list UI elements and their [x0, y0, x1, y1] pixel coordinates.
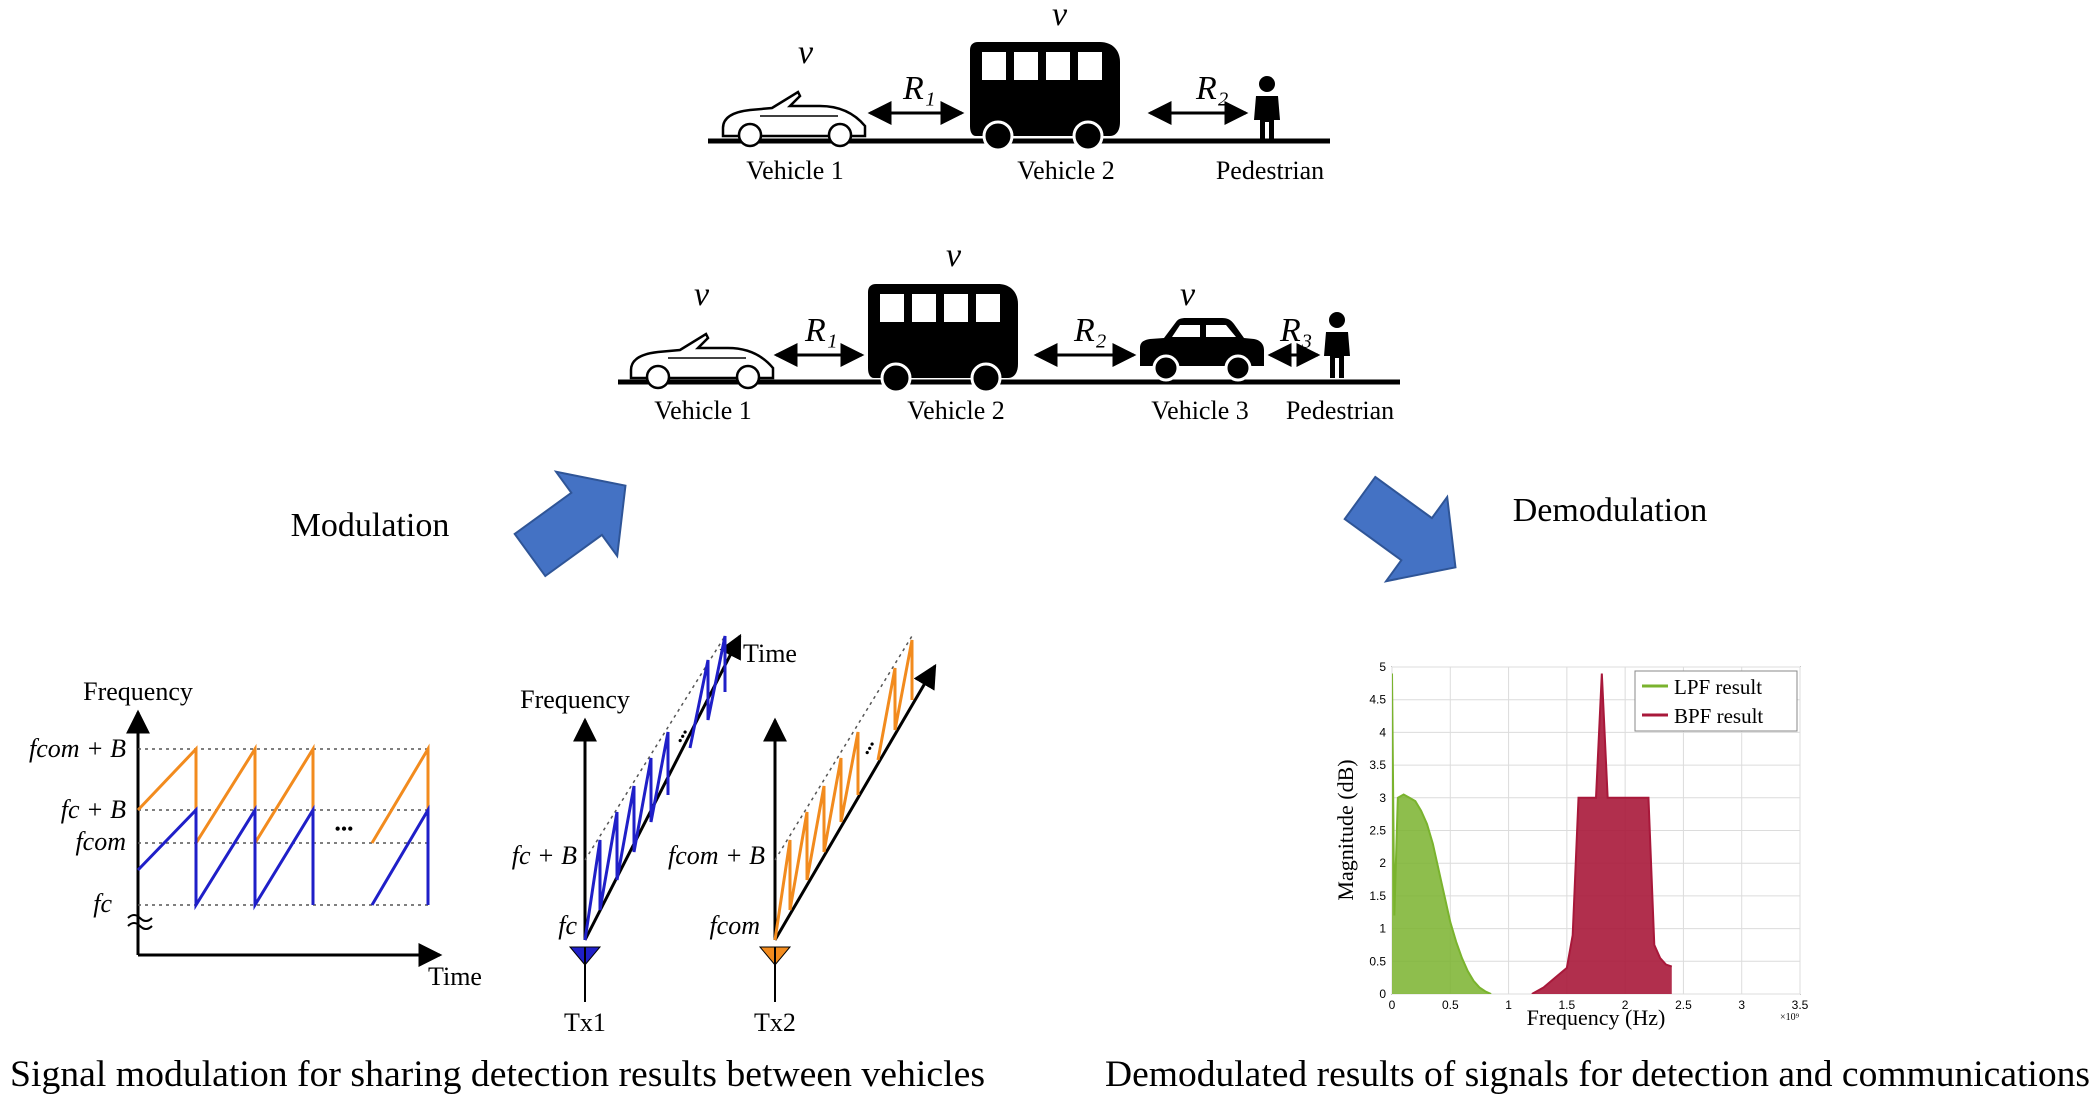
bus-icon	[868, 284, 1018, 394]
demodulation-label: Demodulation	[1513, 492, 1708, 529]
scene1-velocity-label-1: v	[798, 34, 814, 71]
modulation-label: Modulation	[291, 507, 450, 544]
scene2-range-label-1: R₁	[804, 312, 838, 349]
y-tick-label: 3.5	[1369, 758, 1386, 772]
x-tick-label: 0.5	[1442, 998, 1459, 1012]
tx-time-axis-label: Time	[743, 639, 797, 668]
y-tick-label: 5	[1379, 660, 1386, 674]
x-tick-label: 0	[1389, 998, 1396, 1012]
y-tick-label: 0.5	[1369, 954, 1386, 968]
series-area-lpf	[1392, 673, 1492, 994]
modulation-arrow-icon	[513, 470, 627, 578]
series-line-lpf	[1392, 673, 1492, 994]
tx-panel: Frequency ••• fc + B fc Tx1 ••• fcom + B…	[512, 633, 937, 1037]
y-tick-label: 4	[1379, 725, 1386, 739]
caption-right: Demodulated results of signals for detec…	[1105, 1054, 2090, 1095]
tx2-orange-chirp	[773, 731, 860, 941]
modulation-ellipsis: •••	[335, 819, 354, 839]
tx2-upper-label: fcom + B	[668, 841, 765, 870]
tx1-ref-line	[584, 635, 726, 861]
tx1-upper-label: fc + B	[512, 841, 577, 870]
bus-icon	[970, 42, 1120, 152]
y-tick-label: 2.5	[1369, 824, 1386, 838]
scene2-vehicle-1-label: Vehicle 1	[654, 396, 751, 425]
chart-tick-labels: 0 0.5 1 1.5 2 2.5 3 3.5 0 0.5 1 1.5 2 2.5 3 3.5 4 4.5 5	[1369, 660, 1808, 1012]
label-fc: fc	[93, 889, 112, 918]
scene1-vehicle-1-label: Vehicle 1	[746, 156, 843, 185]
y-tick-label: 1	[1379, 922, 1386, 936]
scene2-velocity-label-2: v	[946, 237, 962, 274]
tx2-ellipsis: •••	[860, 739, 880, 759]
convertible-car-icon	[721, 90, 867, 148]
convertible-car-icon	[629, 332, 775, 390]
series-area-bpf	[1531, 673, 1672, 994]
blue-chirp-signal	[136, 804, 315, 911]
x-tick-label: 3.5	[1792, 998, 1809, 1012]
tx1-antenna-icon	[568, 946, 602, 1002]
scene1-velocity-label-2: v	[1052, 0, 1068, 33]
chart-legend: LPF result BPF result	[1634, 670, 1798, 732]
label-fcom-b: fcom + B	[29, 734, 126, 763]
tx1-blue-chirp-tail	[688, 635, 727, 749]
scene1-range-label-2: R₂	[1195, 70, 1229, 107]
y-tick-label: 3	[1379, 791, 1386, 805]
legend-label-bpf: BPF result	[1674, 704, 1763, 728]
demodulation-chart: 0 0.5 1 1.5 2 2.5 3 3.5 0 0.5 1 1.5 2 2.5 3 3.5 4 4.5 5 Fr…	[1333, 660, 1809, 1030]
pedestrian-icon	[1324, 312, 1350, 378]
axis-break-mark	[127, 914, 153, 930]
modulation-panel: Frequency Time ••• fcom + B fc + B fcom …	[29, 677, 482, 991]
scene1-pedestrian-label: Pedestrian	[1216, 156, 1324, 185]
x-tick-label: 2	[1622, 998, 1629, 1012]
series-line-bpf	[1531, 673, 1673, 994]
legend-label-lpf: LPF result	[1674, 675, 1762, 699]
x-tick-label: 3	[1738, 998, 1745, 1012]
tx2-orange-chirp-tail	[876, 639, 914, 761]
tx2-label: Tx2	[754, 1008, 796, 1037]
label-fcom: fcom	[75, 827, 126, 856]
label-fc-b: fc + B	[61, 795, 126, 824]
tx1-ellipsis: •••	[673, 727, 693, 747]
sedan-car-icon	[1140, 318, 1264, 382]
tx2-time-axis	[773, 663, 937, 941]
demodulation-arrow-icon	[1343, 475, 1457, 583]
tx1-label: Tx1	[564, 1008, 606, 1037]
scene2-velocity-label-1: v	[694, 276, 710, 313]
time-axis-label: Time	[428, 962, 482, 991]
y-tick-label: 2	[1379, 856, 1386, 870]
y-tick-label: 0	[1379, 987, 1386, 1001]
scene2-velocity-label-3: v	[1180, 276, 1196, 313]
freq-axis-label: Frequency	[83, 677, 193, 706]
x-tick-label: 2.5	[1675, 998, 1692, 1012]
chart-y-axis-label: Magnitude (dB)	[1333, 759, 1358, 900]
tx1-blue-chirp	[583, 731, 670, 941]
chart-series-group	[1392, 673, 1673, 994]
orange-chirp-signal-tail	[370, 743, 430, 844]
pedestrian-icon	[1254, 76, 1280, 140]
x-tick-label: 1.5	[1559, 998, 1576, 1012]
orange-chirp-signal	[136, 743, 315, 849]
tx-freq-axis-label: Frequency	[520, 685, 630, 714]
x-tick-label: 1	[1505, 998, 1512, 1012]
scene-2: v R₁ v R₂ v R₃ Vehicle 1	[618, 237, 1400, 425]
y-tick-label: 1.5	[1369, 889, 1386, 903]
chart-x-axis-label: Frequency (Hz)	[1527, 1005, 1666, 1030]
scene2-pedestrian-label: Pedestrian	[1286, 396, 1394, 425]
scene2-range-label-3: R₃	[1279, 312, 1313, 349]
chart-x-exponent: ×10⁹	[1780, 1012, 1800, 1023]
scene2-range-label-2: R₂	[1073, 312, 1107, 349]
tx1-base-label: fc	[558, 911, 577, 940]
blue-chirp-signal-tail	[370, 804, 430, 906]
tx2-antenna-icon	[758, 946, 792, 1002]
caption-left: Signal modulation for sharing detection …	[10, 1054, 985, 1095]
scene1-range-label-1: R₁	[902, 70, 936, 107]
tx2-ref-line	[774, 635, 913, 861]
scene1-vehicle-2-label: Vehicle 2	[1017, 156, 1114, 185]
tx2-base-label: fcom	[709, 911, 760, 940]
scene2-vehicle-3-label: Vehicle 3	[1151, 396, 1248, 425]
scene-1: v R₁ v R₂ Vehicle 1 Vehicle 2 Pedestrian	[708, 0, 1330, 185]
y-tick-label: 4.5	[1369, 693, 1386, 707]
scene2-vehicle-2-label: Vehicle 2	[907, 396, 1004, 425]
